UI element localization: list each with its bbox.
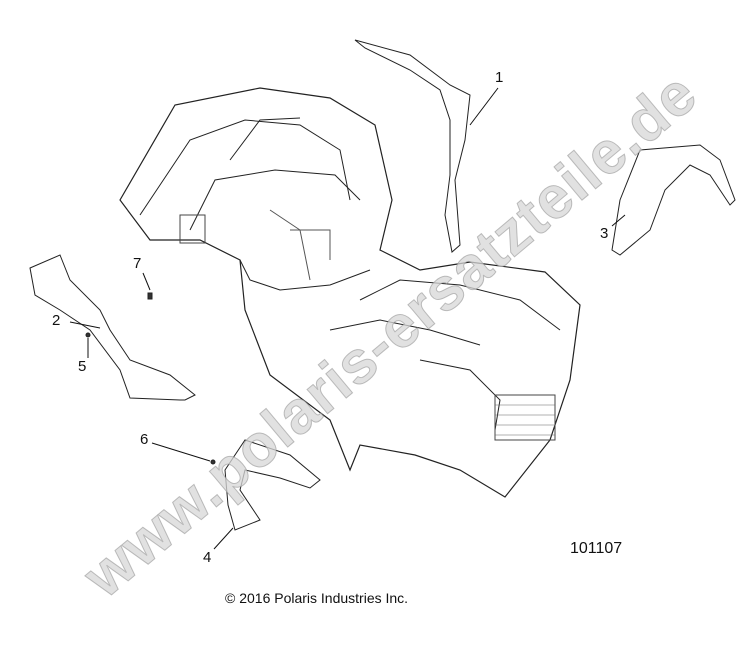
- leader-lines: [69, 87, 626, 550]
- callout-4: 4: [203, 549, 212, 566]
- copyright-notice: © 2016 Polaris Industries Inc.: [225, 590, 409, 606]
- callout-6: 6: [140, 431, 149, 448]
- part-4: [224, 439, 321, 531]
- callout-5: 5: [78, 358, 87, 375]
- callout-2: 2: [52, 312, 61, 329]
- drawing-number: 101107: [570, 540, 623, 557]
- callout-1: 1: [495, 69, 504, 86]
- callout-7: 7: [133, 255, 142, 272]
- part-6-fastener: [210, 459, 216, 465]
- part-5-fastener: [85, 332, 91, 338]
- callout-3: 3: [600, 225, 609, 242]
- part-7-fastener: [147, 292, 153, 300]
- atv-body-part: [119, 87, 581, 498]
- part-3: [611, 144, 736, 256]
- part-1: [354, 39, 471, 253]
- part-2: [29, 254, 196, 401]
